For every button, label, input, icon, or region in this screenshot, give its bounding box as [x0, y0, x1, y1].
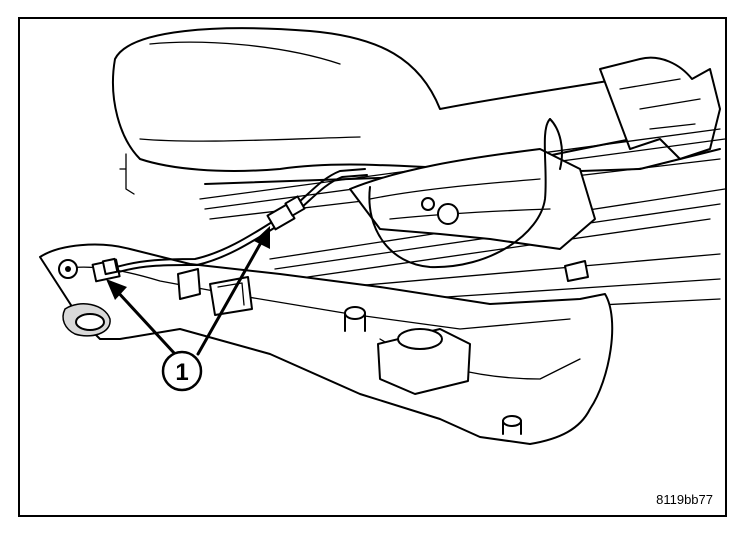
figure-code: 8119bb77 [656, 492, 713, 507]
leader-arrow-right [196, 226, 270, 356]
harness-retainer [177, 268, 201, 300]
wire-harness [109, 168, 366, 270]
wire-harness-loop [368, 118, 551, 269]
connector-left [91, 257, 121, 283]
bolt-post-1 [344, 306, 366, 320]
seat-back-fabric [599, 56, 721, 160]
rail-end-fitting [564, 260, 589, 282]
connector-right [266, 195, 306, 231]
bolt-post-2 [502, 415, 522, 427]
seat-diagram [39, 27, 725, 445]
leader-arrow-left [106, 279, 177, 356]
figure-frame: 1 8119bb77 [18, 17, 727, 517]
seat-cushion [112, 27, 633, 172]
